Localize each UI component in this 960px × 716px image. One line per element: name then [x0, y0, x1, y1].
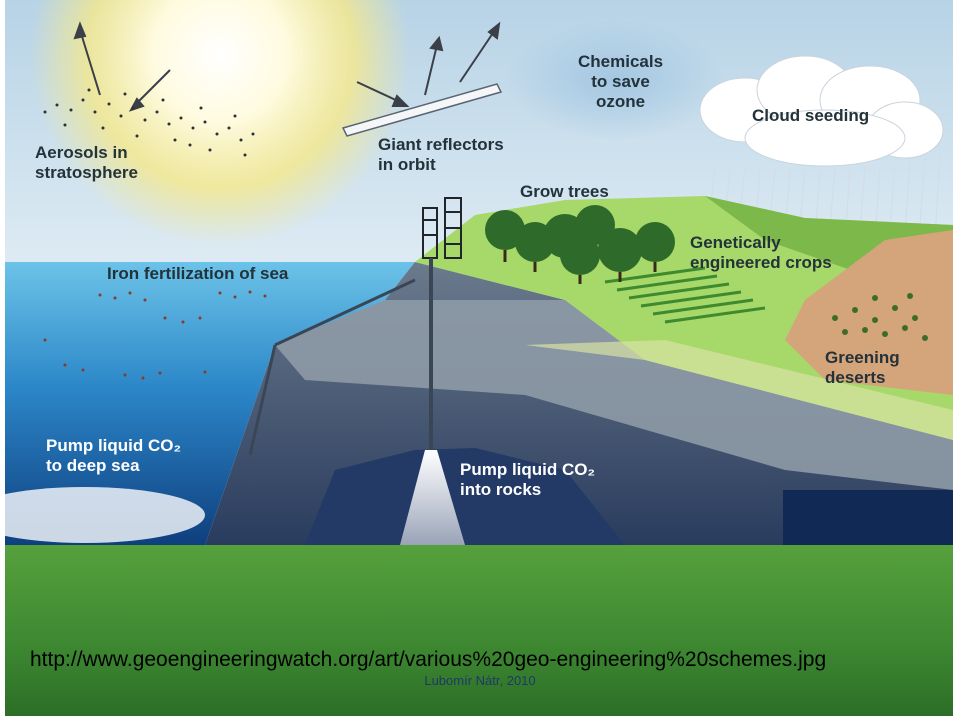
tree-trunks	[503, 250, 657, 284]
author-credit: Lubomír Nátr, 2010	[424, 673, 536, 688]
label-aerosols: Aerosols in stratosphere	[35, 143, 138, 182]
aerosol-particles	[43, 88, 255, 157]
sea-pipe	[274, 278, 416, 347]
label-gm-crops: Genetically engineered crops	[690, 233, 832, 272]
sea-pipe-down	[248, 344, 277, 456]
crop-rows	[604, 266, 766, 324]
label-grow-trees: Grow trees	[520, 182, 609, 201]
ozone-haze	[505, 20, 725, 140]
soil-edge	[525, 340, 953, 440]
reflector-icon	[341, 83, 503, 137]
rock-reservoir	[305, 448, 625, 545]
deep-sea-co2	[5, 487, 205, 543]
sun	[30, 0, 410, 245]
label-pump-rocks: Pump liquid CO₂ into rocks	[460, 460, 596, 499]
cloud-icon	[699, 55, 944, 167]
label-cloud-seeding: Cloud seeding	[752, 106, 870, 125]
sea	[5, 262, 415, 545]
rock-stratum	[275, 300, 953, 490]
desert	[785, 230, 953, 395]
label-reflectors: Giant reflectors in orbit	[378, 135, 504, 174]
source-url[interactable]: http://www.geoengineeringwatch.org/art/v…	[30, 648, 827, 671]
label-greening-deserts: Greening deserts	[825, 348, 900, 387]
footer-band	[5, 545, 953, 716]
rock-shadow	[783, 490, 953, 545]
co2-plume	[400, 450, 465, 545]
label-chemicals: Chemicals to save ozone	[578, 52, 664, 111]
label-pump-sea: Pump liquid CO₂ to deep sea	[46, 436, 182, 475]
label-iron-fertilization: Iron fertilization of sea	[107, 264, 289, 283]
trees-icon	[485, 205, 675, 275]
ray-arrows	[73, 21, 501, 112]
geoengineering-diagram	[5, 0, 953, 545]
iron-particles	[43, 290, 267, 380]
desert-plants	[832, 293, 928, 341]
